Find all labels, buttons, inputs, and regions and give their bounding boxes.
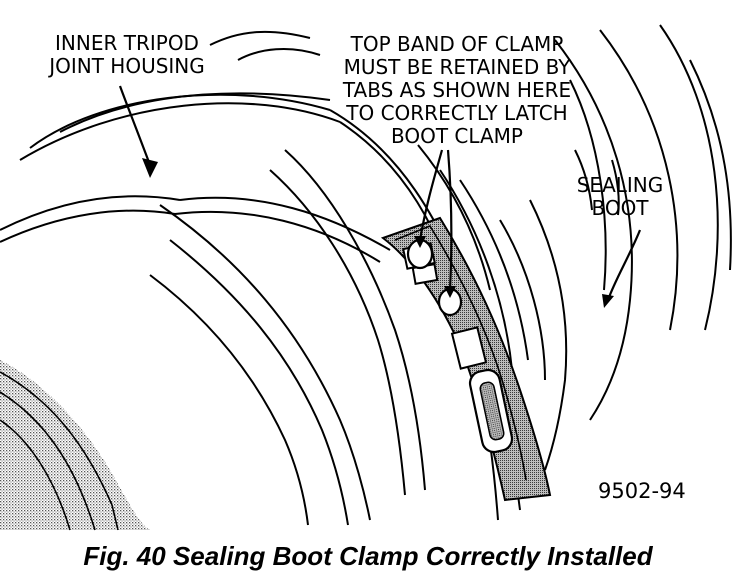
retaining-tabs [406, 238, 463, 317]
label-line: BOOT CLAMP [391, 124, 523, 148]
part-number: 9502-94 [598, 479, 686, 503]
label-clamp-note: TOP BAND OF CLAMP MUST BE RETAINED BY TA… [322, 33, 592, 148]
arrowheads [142, 158, 614, 308]
leader-lines [118, 85, 642, 301]
label-line: SEALING [576, 173, 664, 197]
label-line: TOP BAND OF CLAMP [350, 32, 564, 56]
label-sealing-boot: SEALING BOOT [560, 174, 680, 220]
figure-caption: Fig. 40 Sealing Boot Clamp Correctly Ins… [83, 541, 653, 571]
label-line: JOINT HOUSING [49, 54, 205, 78]
label-line: INNER TRIPOD [55, 31, 199, 55]
label-inner-tripod-joint-housing: INNER TRIPOD JOINT HOUSING [22, 32, 232, 78]
label-line: TO CORRECTLY LATCH [346, 101, 568, 125]
housing-shading [0, 360, 150, 531]
label-line: TABS AS SHOWN HERE [342, 78, 572, 102]
label-line: MUST BE RETAINED BY [343, 55, 571, 79]
boot-folds [417, 24, 732, 471]
label-line: BOOT [591, 196, 649, 220]
